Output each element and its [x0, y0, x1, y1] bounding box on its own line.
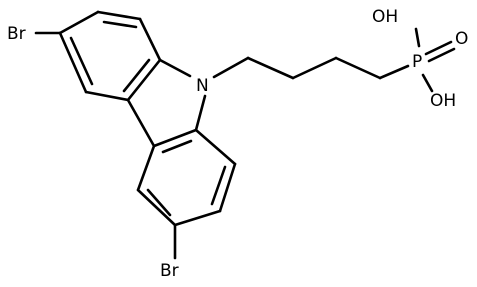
bond	[158, 58, 192, 78]
hydroxyl-group-label: OH	[372, 7, 398, 27]
bond	[84, 90, 130, 102]
bond	[136, 144, 156, 192]
oxygen-atom-label: O	[455, 29, 468, 49]
bond	[58, 10, 100, 35]
bond	[414, 27, 421, 48]
bond	[218, 162, 237, 213]
bond	[136, 188, 177, 227]
bond	[246, 56, 295, 80]
nitrogen-atom-label: N	[196, 76, 209, 96]
bond	[212, 56, 250, 79]
bromine-atom-label: Br	[7, 24, 26, 44]
bond	[126, 58, 162, 102]
bond	[421, 73, 434, 93]
bond	[96, 10, 142, 21]
bond	[194, 128, 237, 166]
bond	[291, 56, 338, 80]
bond	[122, 58, 151, 93]
bond	[152, 128, 198, 148]
bond	[173, 209, 222, 227]
atom-labels: Br Br N P O OH OH	[7, 7, 468, 281]
bond	[69, 36, 94, 86]
hydroxyl-group-label: OH	[430, 91, 456, 111]
phosphorus-atom-label: P	[412, 52, 422, 72]
bromine-atom-label: Br	[160, 261, 179, 281]
bond	[102, 20, 138, 29]
bond	[194, 94, 207, 132]
bond	[378, 64, 410, 80]
bond-lines	[34, 10, 456, 260]
bond	[138, 17, 162, 62]
bond	[424, 40, 453, 56]
bond	[161, 139, 193, 154]
bond	[146, 188, 172, 217]
bond	[210, 165, 227, 206]
bond	[58, 31, 88, 94]
bond	[427, 47, 456, 63]
bond	[126, 98, 156, 148]
bond	[334, 56, 382, 80]
